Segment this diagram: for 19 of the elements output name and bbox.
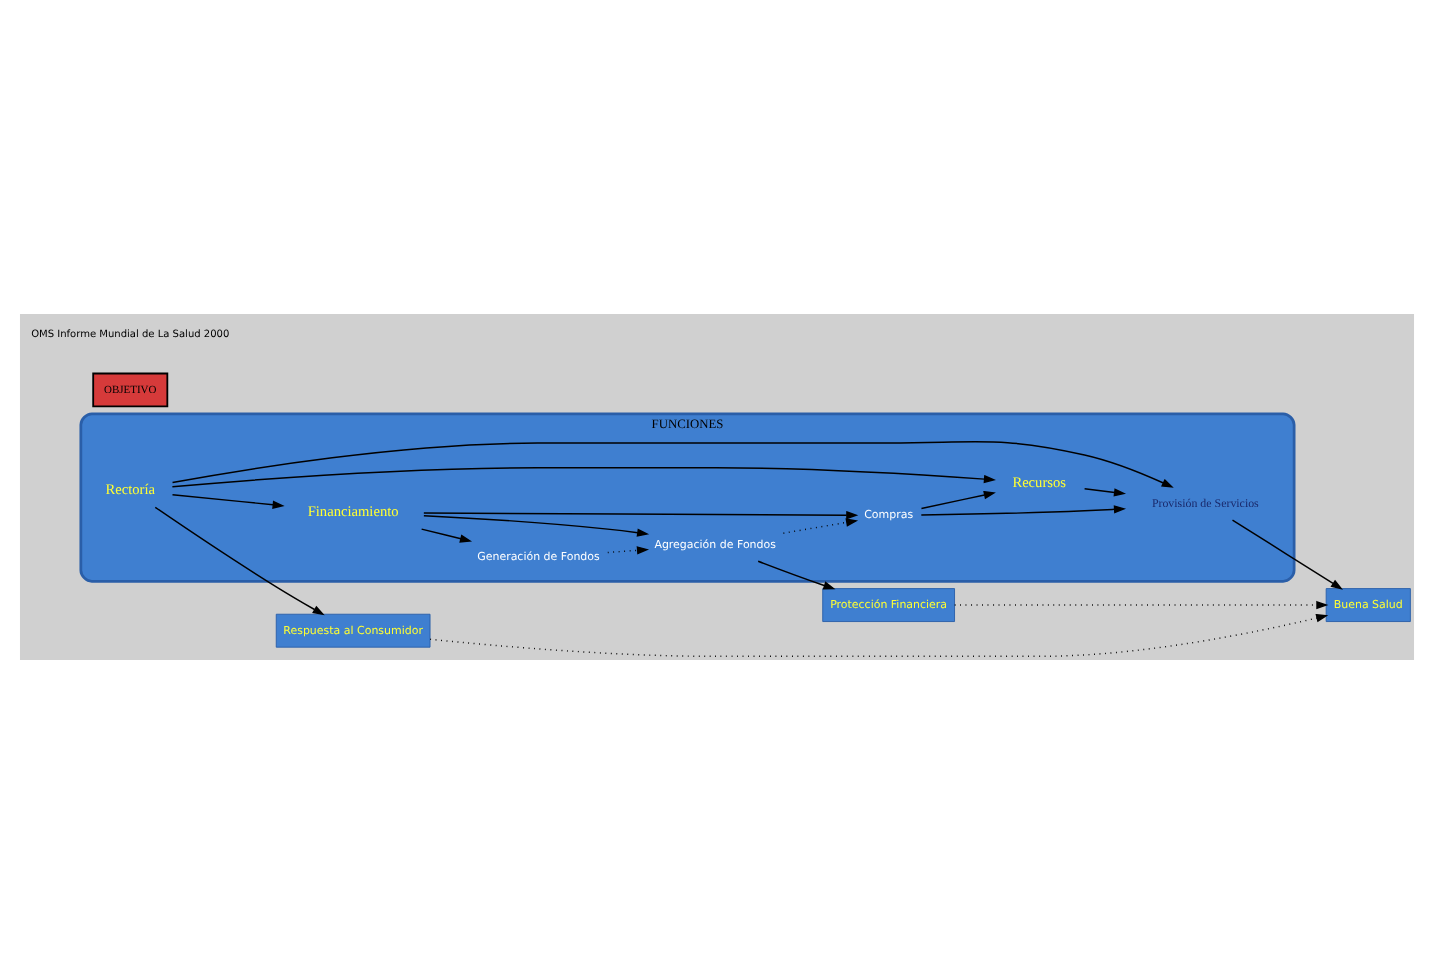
arrow bbox=[171, 467, 996, 488]
arrow bbox=[1231, 519, 1343, 590]
arrow bbox=[1083, 488, 1127, 497]
arrow bbox=[171, 440, 1174, 488]
arrow bbox=[757, 560, 836, 590]
arrow bbox=[920, 490, 996, 510]
arrow bbox=[920, 505, 1127, 516]
arrow bbox=[423, 514, 650, 537]
arrow bbox=[782, 518, 859, 534]
arrow bbox=[954, 600, 1329, 610]
node-text: Financiamiento bbox=[307, 502, 399, 521]
arrow bbox=[607, 546, 650, 555]
node-text: Rectoría bbox=[105, 480, 156, 499]
arrow bbox=[420, 528, 473, 543]
arrow bbox=[154, 506, 325, 616]
node-text: Recursos bbox=[1012, 472, 1067, 491]
arrow bbox=[423, 510, 859, 520]
arrow bbox=[429, 613, 1329, 658]
arrow bbox=[171, 494, 285, 509]
